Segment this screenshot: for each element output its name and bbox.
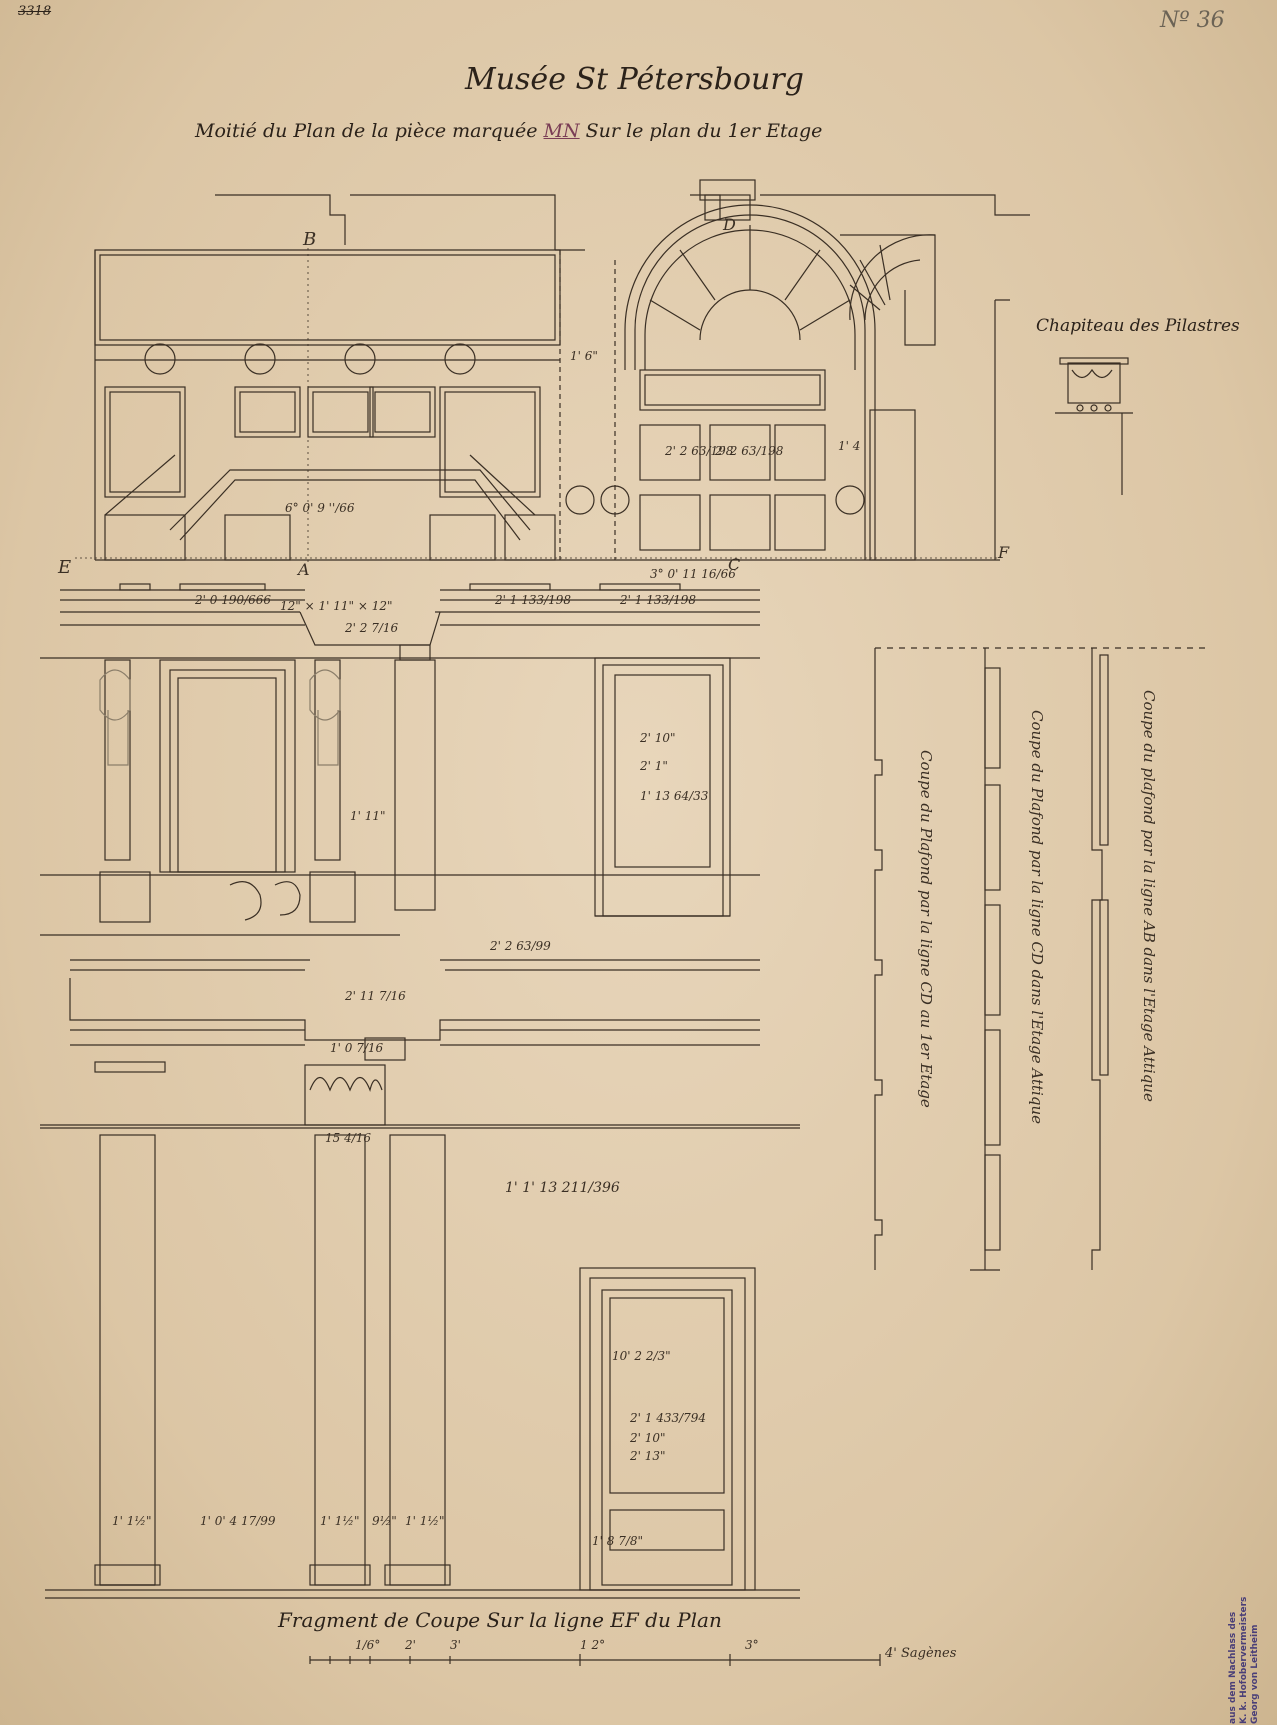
section-cd-first-label: Coupe du Plafond par la ligne CD au 1er … xyxy=(917,750,935,1108)
dim-door-w3: 1' 13 64/33 xyxy=(640,789,709,803)
pilaster-capital-detail xyxy=(1055,357,1133,495)
scale-tick-3: 3' xyxy=(450,1638,461,1652)
dim-door2-a: 2' 1 433/794 xyxy=(629,1411,706,1425)
scale-units: 4' Sagènes xyxy=(885,1646,957,1661)
inventory-number: 3318 xyxy=(18,4,52,19)
subtitle-mn-mark: MN xyxy=(543,120,580,142)
lower-elevation xyxy=(40,1124,800,1599)
sheet-title: Musée St Pétersbourg xyxy=(465,62,804,97)
ceiling-sections xyxy=(874,647,1210,1271)
scale-tick-4: 1 2° xyxy=(580,1638,606,1652)
letter-f: F xyxy=(997,543,1010,562)
dim-plan-3: 2' 2 63/198 xyxy=(714,444,784,458)
dim-door2-c: 2' 13" xyxy=(629,1449,666,1463)
section-ab-label: Coupe du plafond par la ligne AB dans l'… xyxy=(1140,690,1158,1102)
dim-door-w2: 2' 1" xyxy=(639,759,668,773)
letter-e: E xyxy=(57,557,71,578)
ceiling-plan xyxy=(75,179,1030,565)
dim-door2-b: 2' 10" xyxy=(629,1431,666,1445)
dim-bay-5: 1' 1½" xyxy=(405,1514,445,1528)
dim-cornice-e: 2' 2 7/16 xyxy=(344,621,399,635)
dim-lower-span: 1' 1' 13 211/396 xyxy=(505,1180,620,1196)
dim-bay-4: 9½" xyxy=(372,1514,397,1528)
dim-mid-cornice: 2' 2 63/99 xyxy=(489,939,551,953)
capital-label: Chapiteau des Pilastres xyxy=(1036,316,1240,336)
letter-c: C xyxy=(728,555,740,574)
dim-cornice-c: 2' 1 133/198 xyxy=(619,593,696,607)
letter-d: D xyxy=(722,215,736,234)
dim-bay-1: 1' 1½" xyxy=(112,1514,152,1528)
dim-bay-2: 1' 0' 4 17/99 xyxy=(200,1514,276,1528)
dim-plan-2: 2' 2 63/198 xyxy=(664,444,734,458)
dim-cornice-a: 2' 0 190/666 xyxy=(194,593,271,607)
scale-tick-2: 2' xyxy=(405,1638,416,1652)
scale-bar xyxy=(309,1654,881,1666)
subtitle-part-1: Moitié du Plan de la pièce marquée xyxy=(195,120,544,142)
dim-top-span: 3° 0' 11 16/66 xyxy=(650,567,736,581)
dim-door-w: 2' 10" xyxy=(639,731,676,745)
fragment-label: Fragment de Coupe Sur la ligne EF du Pla… xyxy=(278,1608,722,1632)
sheet-number: Nº 36 xyxy=(1160,8,1225,33)
dim-door2-h2: 1' 8 7/8" xyxy=(592,1534,643,1548)
dim-pier-w: 1' 11" xyxy=(350,809,386,823)
dim-cap-w: 15 4/16 xyxy=(325,1131,371,1145)
dim-small-10: 1' 0 7/16 xyxy=(330,1041,384,1055)
letter-b: B xyxy=(302,229,316,250)
dim-mid-span: 2' 11 7/16 xyxy=(344,989,406,1003)
dim-door2-h: 10' 2 2/3" xyxy=(612,1349,671,1363)
dim-bay-3: 1' 1½" xyxy=(320,1514,360,1528)
dim-plan-4: 1' 4 xyxy=(838,439,860,453)
upper-elevation xyxy=(40,583,800,1129)
letter-a: A xyxy=(296,560,310,579)
scale-tick-5: 3° xyxy=(745,1638,759,1652)
dimension-labels: 6° 0' 9 ''/66 1' 6" 2' 2 63/198 2' 2 63/… xyxy=(112,349,860,1548)
section-cd-attic-label: Coupe du Plafond par la ligne CD dans l'… xyxy=(1028,710,1046,1124)
dim-plan-span: 6° 0' 9 ''/66 xyxy=(285,501,355,515)
dim-cornice-d: 12" × 1' 11" × 12" xyxy=(280,599,392,613)
dim-cornice-b: 2' 1 133/198 xyxy=(494,593,571,607)
plan-letters: B D A C E F xyxy=(57,215,1010,579)
subtitle-part-2: Sur le plan du 1er Etage xyxy=(579,120,823,142)
sheet-subtitle: Moitié du Plan de la pièce marquée MN Su… xyxy=(195,120,822,142)
scale-tick-1: 1/6° xyxy=(355,1638,381,1652)
dim-plan-1: 1' 6" xyxy=(570,349,598,363)
